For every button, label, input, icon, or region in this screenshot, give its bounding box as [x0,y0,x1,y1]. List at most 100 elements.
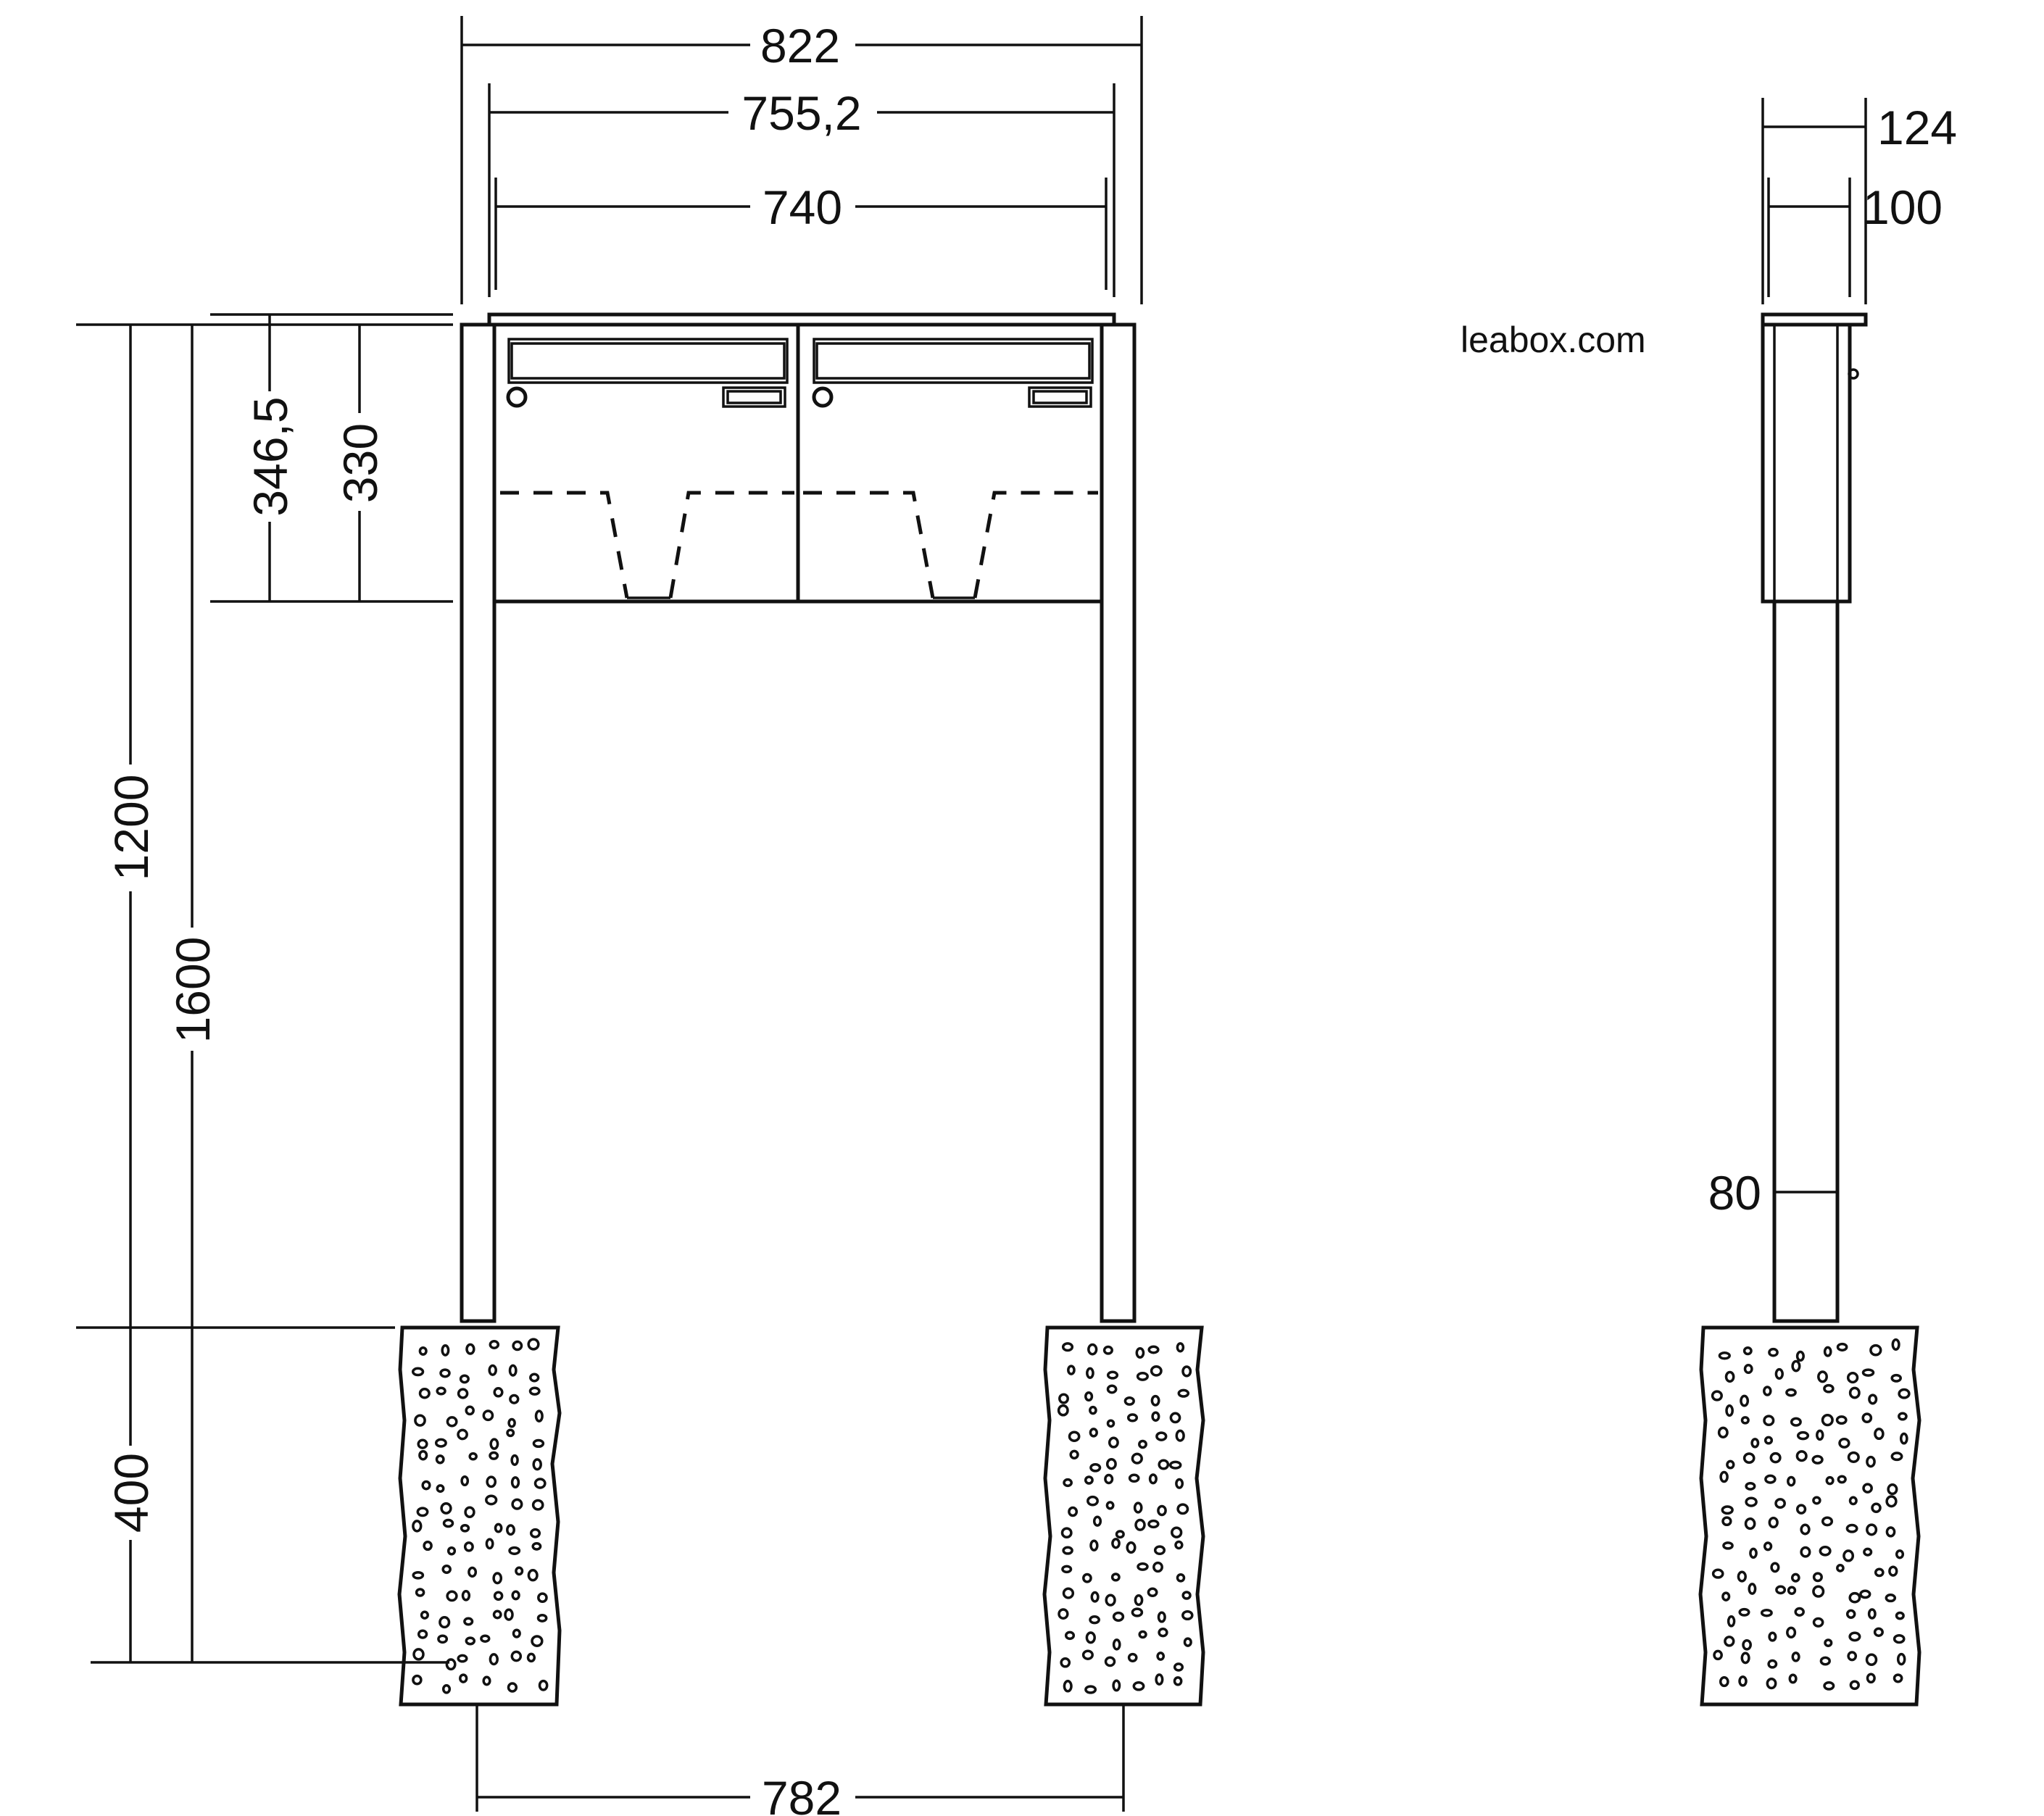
pebble [1110,1573,1121,1582]
pebble [1058,1393,1069,1404]
pebble [442,1518,454,1528]
pebble [1795,1504,1807,1515]
pebble [1126,1541,1137,1554]
pebble [446,1590,458,1602]
pebble [1126,1413,1139,1423]
pebble [417,1629,428,1639]
pebble [414,1414,426,1427]
pebble [1128,1473,1140,1483]
front-dimensions: 822 755,2 740 346,5 330 1200 [76,16,1143,1816]
pebble [1181,1609,1194,1621]
pebble [1888,1565,1898,1577]
pebble [457,1428,468,1441]
pebble [1866,1455,1876,1468]
pebble [1157,1504,1167,1517]
pebble [1824,1638,1833,1647]
pebble [1067,1365,1076,1375]
pebble [493,1591,504,1601]
pebble [1742,1346,1753,1356]
pebble [1134,1594,1144,1607]
dim-box-width-inner: 740 [763,180,842,234]
pebble [489,1340,500,1349]
pebble [1062,1587,1075,1599]
pebble [1749,1547,1758,1559]
pebble [1791,1359,1801,1373]
pebble [488,1364,497,1376]
pebble [1817,1370,1828,1383]
name-plate-right-inner [1032,390,1088,404]
pebble [1745,1496,1758,1507]
pebble [441,1565,452,1574]
pebble [507,1417,516,1428]
pebble [1785,1388,1797,1397]
pebble [465,1343,475,1355]
pebble [536,1613,548,1623]
pebble [504,1608,514,1621]
pebble [1874,1567,1885,1578]
pebble [1721,1516,1732,1527]
pebble [480,1634,491,1643]
name-plate-left [722,386,786,408]
pebble [1816,1429,1824,1441]
pebble [1740,1394,1750,1407]
pebble [1885,1526,1896,1538]
pebble [508,1546,521,1555]
pebble [1865,1653,1878,1666]
dim-box-height-outer: 346,5 [244,396,297,516]
pebble [1131,1607,1144,1617]
pebble [1057,1404,1069,1417]
pebble [1847,1651,1858,1662]
pebble [436,1484,445,1494]
pebble [1874,1428,1885,1441]
pebble [1812,1585,1825,1598]
pebble [529,1528,541,1538]
pebble [1845,1523,1858,1533]
pebble [1155,1431,1168,1441]
pebble [1899,1432,1908,1445]
pebble [1112,1638,1121,1651]
pebble [485,1538,494,1550]
pebble [1719,1676,1729,1688]
name-plate-left-inner [726,390,782,404]
pebble [1106,1370,1119,1380]
lock-icon [812,386,834,408]
mail-slot-right [813,338,1094,384]
pebble [1138,1439,1147,1449]
pebble [512,1340,523,1351]
pebble [1082,1573,1092,1583]
pebble [1766,1677,1777,1690]
pebble [1061,1565,1073,1574]
pebble [1104,1473,1114,1485]
pebble [461,1589,471,1602]
name-plate-right [1028,386,1092,408]
pebble [489,1653,499,1666]
pebble [527,1338,540,1351]
pebble [532,1458,542,1471]
pebble [1800,1523,1811,1536]
pebble [1748,1583,1757,1595]
pebble [1767,1659,1778,1669]
pebble [411,1367,425,1377]
pebble [445,1658,457,1671]
pebble [1724,1370,1735,1383]
pebble [1845,1609,1856,1619]
pebble [459,1673,468,1683]
pebble [1181,1365,1192,1378]
pebble [1177,1388,1190,1398]
pebble [459,1374,470,1384]
pebble [1063,1680,1073,1693]
pebble [1090,1591,1100,1603]
pebble [510,1650,523,1662]
mail-slot-left-inner [510,342,786,380]
pebble [457,1388,469,1399]
pebble [1896,1652,1906,1666]
pebble [463,1541,474,1552]
pebble [1176,1573,1186,1583]
pebble [1867,1608,1877,1620]
pebble [1769,1451,1782,1464]
pebble [527,1569,539,1582]
pebble [1812,1496,1821,1505]
pebble [512,1628,521,1638]
pebble [1871,1502,1882,1513]
